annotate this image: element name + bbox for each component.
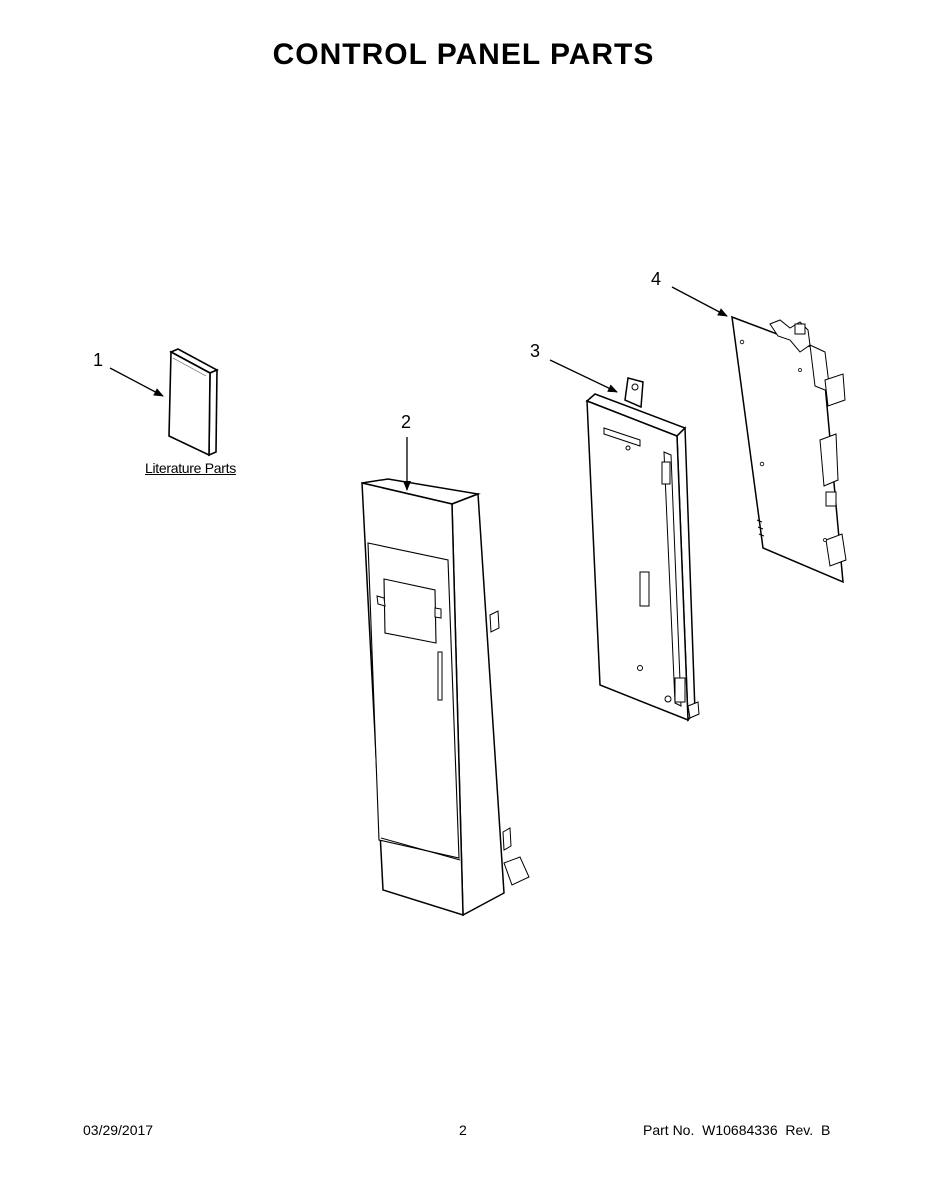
control-housing-part [585,377,700,722]
page-title: CONTROL PANEL PARTS [272,38,655,71]
callout-label-4: 4 [651,269,662,289]
footer-page-number: 2 [459,1122,467,1138]
control-panel-front-part [361,478,530,917]
callout-label-2: 2 [401,412,412,432]
callout-label-1: 1 [93,350,104,370]
footer-date: 03/29/2017 [83,1122,154,1138]
callout-arrow-4 [671,286,728,317]
electronic-control-board-part [731,315,847,584]
callout-arrow-3 [549,359,618,393]
footer-part-number: Part No. W10684336 Rev. B [643,1122,831,1138]
literature-parts-label: Literature Parts [145,460,236,476]
callout-arrow-1 [109,367,164,397]
literature-booklet-part [168,348,219,457]
callout-label-3: 3 [530,341,541,361]
